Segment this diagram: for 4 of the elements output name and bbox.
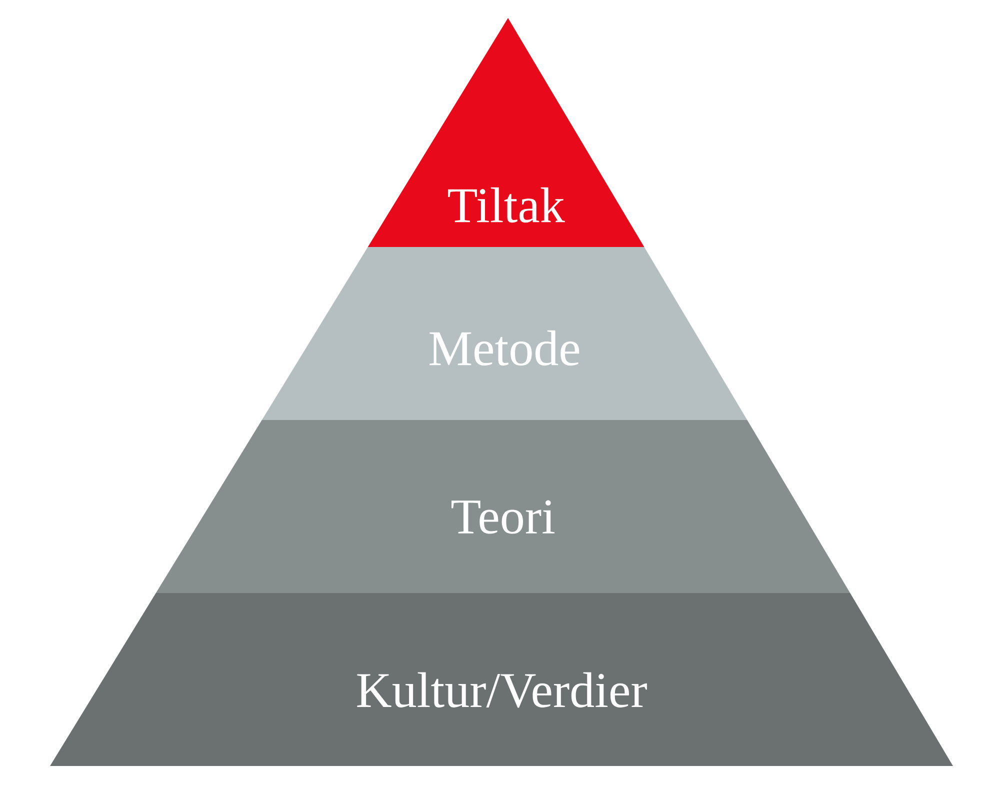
pyramid-level: Teori	[156, 420, 850, 593]
pyramid-level: Tiltak	[368, 18, 644, 247]
pyramid-level: Kultur/Verdier	[50, 593, 954, 766]
pyramid-level: Metode	[262, 247, 748, 420]
